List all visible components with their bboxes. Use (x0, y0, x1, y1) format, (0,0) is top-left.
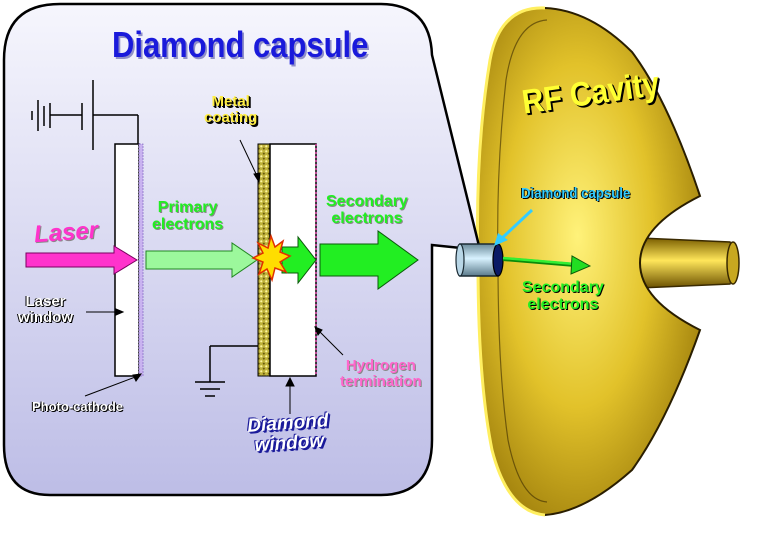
cavity-diamond-capsule-label: Diamond capsule (521, 185, 631, 202)
rf-cavity (476, 6, 740, 517)
ground-symbol (195, 345, 258, 397)
laser-window-label: Laser window (18, 293, 73, 326)
leader-lines (84, 139, 344, 414)
capsule-cylinder (455, 243, 504, 277)
panel-title: Diamond capsule (112, 24, 369, 65)
diamond-capsule-pointer (494, 208, 534, 246)
hydrogen-termination-label: Hydrogen termination (340, 357, 422, 390)
metal-coating-label: Metal coating (204, 93, 258, 126)
photo-cathode-label: Photo-cathode (32, 399, 123, 414)
laser-arrow (25, 245, 138, 275)
primary-electrons-arrow (145, 242, 258, 278)
primary-electrons-label: Primary electrons (152, 199, 224, 233)
cavity-secondary-electrons-label: Secondary electrons (522, 279, 604, 313)
secondary-electrons-arrow-small (281, 235, 317, 285)
cavity-secondary-arrow (502, 255, 592, 275)
laser-label: Laser (33, 216, 99, 249)
diamond-window-label: Diamond window (246, 410, 330, 457)
photo-cathode-layer (138, 143, 144, 377)
battery-symbol (31, 80, 139, 150)
secondary-electrons-arrow-large (319, 230, 419, 290)
spark-icon (251, 233, 292, 283)
secondary-electrons-label: Secondary electrons (326, 193, 408, 227)
